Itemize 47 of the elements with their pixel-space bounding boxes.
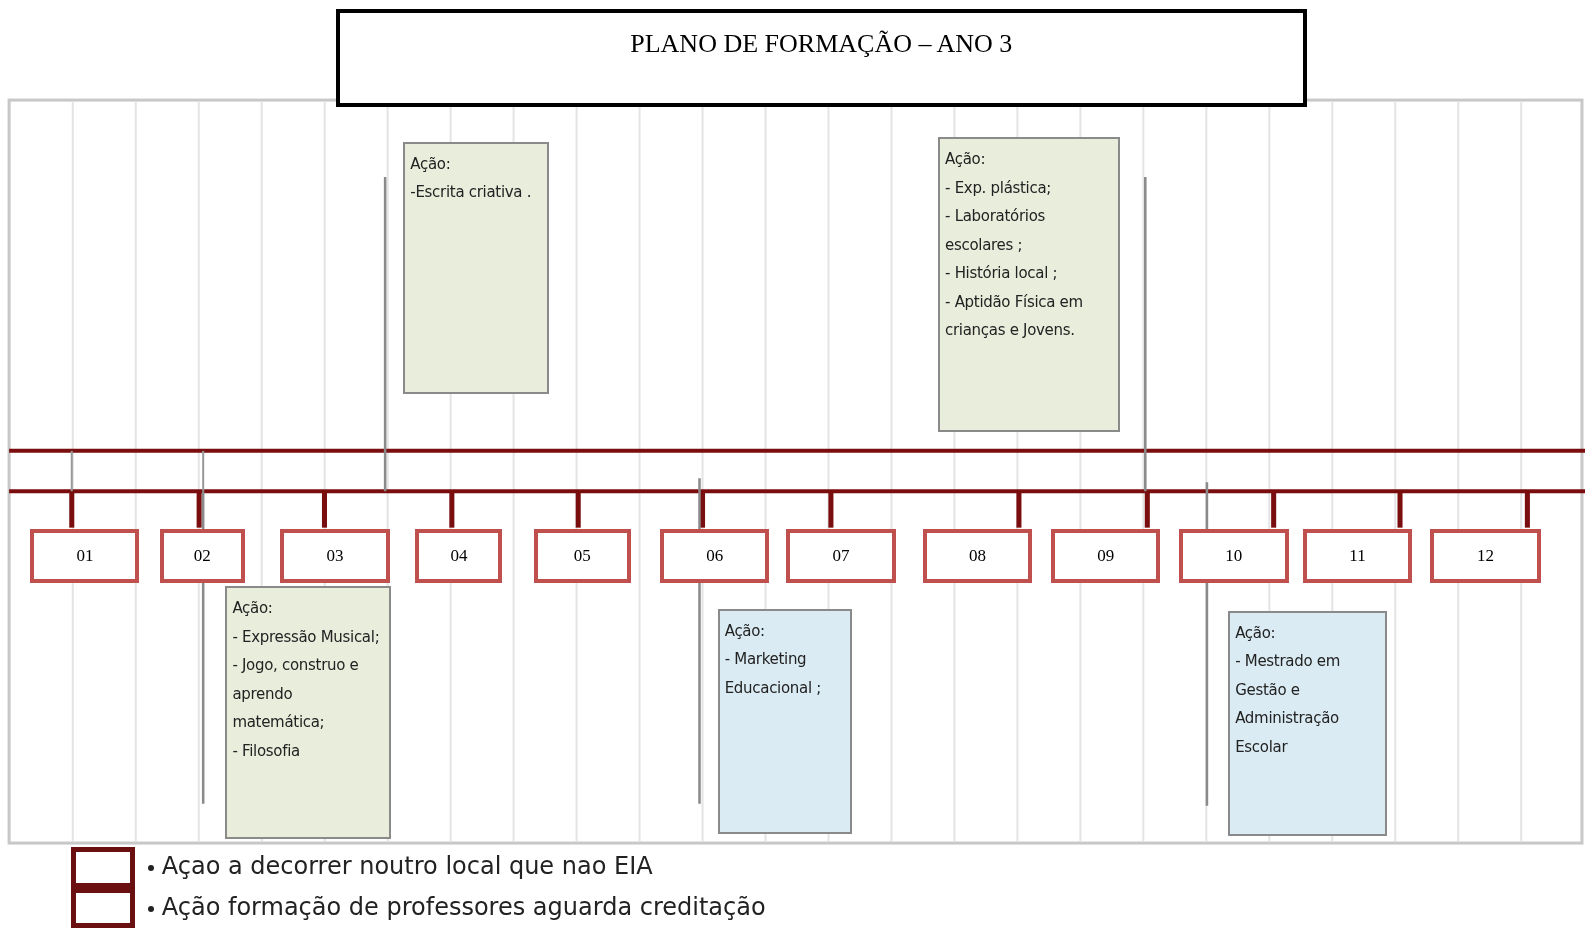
month-number: 12 [1476,545,1494,566]
action-heading: Ação: [232,598,274,620]
action-item: -Escrita criativa . [410,182,533,203]
month-number: 04 [450,545,468,566]
month-box [1430,528,1541,584]
month-number: 10 [1225,545,1243,566]
month-number: 08 [968,545,986,566]
action-item: - Filosofia [232,740,301,762]
month-box [786,528,896,584]
legend-text: Açao a decorrer noutro local que nao EIA [161,852,653,881]
month-box [280,528,391,584]
action-box [938,137,1120,432]
action-box [403,141,549,395]
title: PLANO DE FORMAÇÃO – ANO 3 [335,9,1307,108]
action-item: - Marketing Educacional ; [724,649,822,699]
month-number: 02 [193,545,211,566]
month-box [30,528,140,584]
action-item: - Mestrado em Gestão e Administração Escolar [1235,651,1341,758]
legend-text: Ação formação de professores aguarda creditação [161,892,766,921]
action-item: - Exp. plástica; [945,177,1053,199]
action-heading: Ação: [410,153,452,175]
month-number: 11 [1349,545,1366,566]
action-item: - História local ; [945,263,1059,285]
action-heading: Ação: [1235,622,1277,644]
month-box [159,528,245,584]
month-number: 01 [76,545,94,566]
action-box [1228,610,1387,836]
month-number: 06 [706,545,724,566]
action-box [225,586,392,839]
month-box [1302,528,1413,584]
month-box [415,528,503,584]
month-number: 05 [573,545,591,566]
month-number: 09 [1097,545,1115,566]
month-number: 03 [326,545,344,566]
month-box [1051,528,1161,584]
action-item: - Laboratórios escolares ; [945,206,1047,256]
action-heading: Ação: [945,149,987,171]
action-item: - Jogo, construo e aprendo matemática; [232,655,360,734]
action-item: - Expressão Musical; [232,626,381,648]
action-heading: Ação: [724,620,766,642]
month-box [922,528,1033,584]
action-item: - Aptidão Física em crianças e Jovens. [945,291,1084,342]
month-box [660,528,770,584]
month-number: 07 [832,545,850,566]
month-box [533,528,631,584]
action-box [717,608,853,834]
month-box [1178,528,1289,584]
